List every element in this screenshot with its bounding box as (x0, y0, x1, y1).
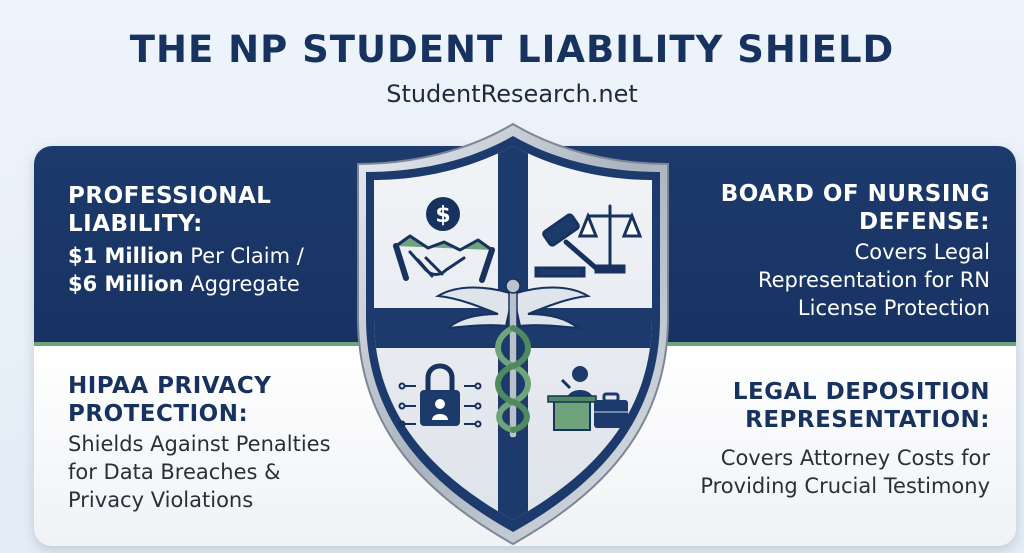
hipaa-heading: HIPAA PRIVACY PROTECTION: (68, 373, 272, 427)
caduceus-icon (434, 278, 592, 439)
gavel-scales-icon (534, 204, 643, 278)
site-name: StudentResearch.net (386, 80, 638, 108)
deposition-heading: LEGAL DEPOSITION REPRESENTATION: (732, 379, 990, 433)
professional-liability-body: $1 Million Per Claim / $6 Million Aggreg… (68, 244, 304, 296)
professional-liability-heading: PROFESSIONAL LIABILITY: (68, 183, 272, 237)
deposition-body: Covers Attorney Costs for Providing Cruc… (700, 446, 990, 498)
padlock-icon (398, 363, 482, 428)
professional-liability-section: PROFESSIONAL LIABILITY: $1 Million Per C… (68, 182, 368, 298)
hipaa-section: HIPAA PRIVACY PROTECTION: Shields Agains… (68, 372, 388, 514)
handshake-icon (393, 234, 495, 283)
svg-text:$: $ (435, 203, 450, 228)
board-of-nursing-body: Covers Legal Representation for RN Licen… (757, 240, 990, 320)
witness-stand-icon (547, 366, 628, 431)
board-of-nursing-section: BOARD OF NURSING DEFENSE: Covers Legal R… (660, 180, 990, 322)
page-title: THE NP STUDENT LIABILITY SHIELD (129, 28, 895, 71)
deposition-section: LEGAL DEPOSITION REPRESENTATION: Covers … (650, 378, 990, 500)
shield-emblem: $ (357, 122, 669, 546)
board-of-nursing-heading: BOARD OF NURSING DEFENSE: (720, 181, 990, 235)
hipaa-body: Shields Against Penalties for Data Breac… (68, 432, 331, 512)
dollar-coin-icon: $ (426, 197, 460, 231)
